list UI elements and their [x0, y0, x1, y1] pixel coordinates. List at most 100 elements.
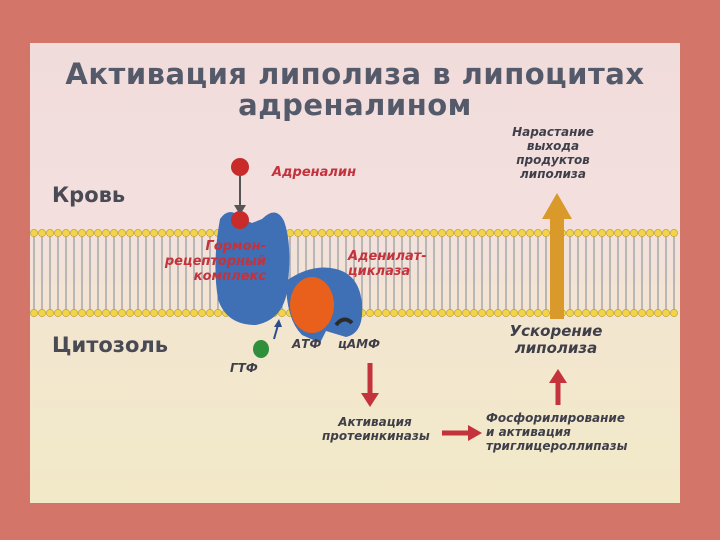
lipid-head [542, 229, 550, 237]
lipid-head [62, 229, 70, 237]
lipid-head [214, 309, 222, 317]
lipid-head [438, 229, 446, 237]
lipid-head [366, 229, 374, 237]
lipid-head [158, 229, 166, 237]
lipid-head [78, 229, 86, 237]
gtp-icon [253, 340, 269, 358]
lipid-head [598, 309, 606, 317]
lipid-head [494, 229, 502, 237]
lipid-head [574, 309, 582, 317]
lipid-head [534, 229, 542, 237]
lipid-head [86, 229, 94, 237]
lipid-head [198, 229, 206, 237]
lipid-head [454, 229, 462, 237]
output-arrow-head [542, 193, 572, 219]
lipid-head [638, 229, 646, 237]
lipid-head [342, 229, 350, 237]
lipid-head [478, 229, 486, 237]
lipid-head [510, 309, 518, 317]
lipid-head [574, 229, 582, 237]
lipid-head [622, 309, 630, 317]
lipid-head [414, 229, 422, 237]
lipid-head [478, 309, 486, 317]
camp-label: цАМФ [338, 337, 381, 351]
lipid-head [670, 309, 678, 317]
lipid-head [566, 309, 574, 317]
lipolysis-diagram [30, 158, 680, 441]
lipid-head [374, 229, 382, 237]
lipid-head [46, 309, 54, 317]
adrenaline-molecule-icon [231, 158, 249, 176]
lipid-head [102, 229, 110, 237]
lipid-head [142, 229, 150, 237]
lipid-head [422, 309, 430, 317]
lipid-head [382, 229, 390, 237]
lipid-head [638, 309, 646, 317]
lipid-head [606, 229, 614, 237]
lipid-head [398, 309, 406, 317]
phosphorylation-label: Фосфорилирование и активация триглицерол… [486, 411, 628, 453]
lipid-head [118, 309, 126, 317]
lipid-head [30, 229, 38, 237]
lipid-head [182, 309, 190, 317]
lipid-head [206, 309, 214, 317]
lipid-head [102, 309, 110, 317]
lipid-head [430, 229, 438, 237]
receptor-label: Гормон- рецепторный комплекс [164, 239, 266, 284]
lipid-head [406, 309, 414, 317]
lipid-head [110, 229, 118, 237]
lipid-head [662, 309, 670, 317]
lipid-head [126, 229, 134, 237]
lipid-head [606, 309, 614, 317]
lipid-head [470, 309, 478, 317]
lipid-head [86, 309, 94, 317]
lipid-head [390, 309, 398, 317]
blood-label: Кровь [52, 183, 126, 207]
lipid-head [446, 309, 454, 317]
lipid-head [462, 229, 470, 237]
lipid-head [134, 229, 142, 237]
lipid-head [326, 229, 334, 237]
lipid-head [198, 309, 206, 317]
lipid-head [70, 309, 78, 317]
lipid-head [470, 229, 478, 237]
diagram-title: Активация липолиза в липоцитах адреналин… [30, 59, 680, 121]
output-arrow-shaft [550, 215, 564, 319]
lipid-head [38, 309, 46, 317]
output-label: Нарастание выхода продуктов липолиза [512, 125, 594, 181]
atp-label: АТФ [292, 337, 322, 351]
lipid-head [166, 229, 174, 237]
lipid-head [526, 229, 534, 237]
adenylate-cyclase-shape [290, 277, 334, 333]
lipid-head [494, 309, 502, 317]
lipid-head [310, 229, 318, 237]
lipid-head [70, 229, 78, 237]
lipid-head [62, 309, 70, 317]
lipid-head [510, 229, 518, 237]
lipid-head [190, 229, 198, 237]
lipid-head [414, 309, 422, 317]
lipid-head [486, 309, 494, 317]
lipid-head [462, 309, 470, 317]
title-line-2: адреналином [238, 88, 472, 122]
lipid-head [390, 229, 398, 237]
lipid-head [382, 309, 390, 317]
lipid-head [174, 229, 182, 237]
lipid-head [94, 229, 102, 237]
lipid-head [294, 229, 302, 237]
hormone-receptor-shape [215, 212, 290, 325]
lipid-head [446, 229, 454, 237]
lipid-head [502, 229, 510, 237]
lipid-head [134, 309, 142, 317]
lipid-head [590, 309, 598, 317]
lipid-head [534, 309, 542, 317]
lipid-head [158, 309, 166, 317]
lipid-head [318, 229, 326, 237]
lipid-head [454, 309, 462, 317]
lipid-head [30, 309, 38, 317]
membrane-heads [30, 229, 678, 317]
lipid-head [150, 229, 158, 237]
lipid-head [622, 229, 630, 237]
lipid-head [94, 309, 102, 317]
lipid-head [486, 229, 494, 237]
